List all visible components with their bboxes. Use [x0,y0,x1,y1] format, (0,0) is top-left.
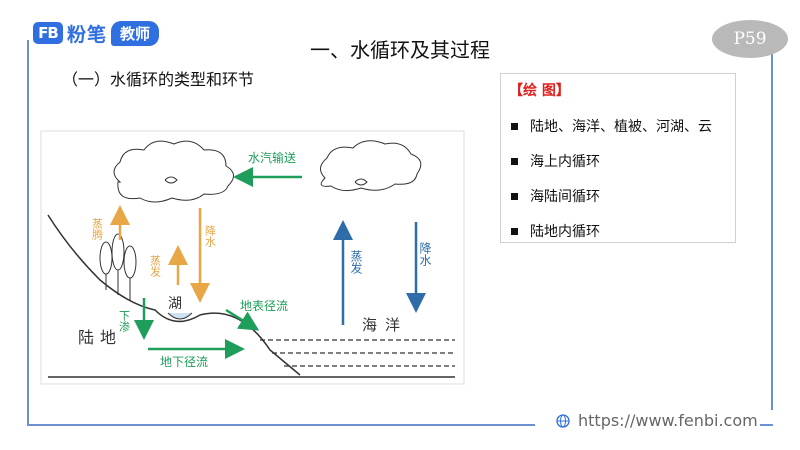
list-item: 海陆间循环 [511,186,600,206]
transport-label: 水汽输送 [248,150,296,165]
website-url[interactable]: https://www.fenbi.com [578,411,758,430]
lake-basin [167,312,193,320]
frame-bottom-border [27,424,535,426]
list-item-label: 陆地、海洋、植被、河湖、云 [530,119,712,135]
list-item: 陆地内循环 [511,221,600,241]
ocean-label: 海洋 [362,316,408,334]
page-number-badge: P59 [712,20,788,58]
land-precipitation-label: 降水 [204,224,217,247]
sea-evaporation-label: 蒸发 [349,250,363,274]
land-label: 陆地 [78,328,122,347]
surface-runoff-arrow [225,308,260,331]
lake-evaporation-label: 蒸发 [149,255,162,278]
website-footer[interactable]: https://www.fenbi.com [556,411,758,430]
frame-left-border [27,40,29,425]
drawing-task-box: 【绘 图】 陆地、海洋、植被、河湖、云 海上内循环 海陆间循环 陆地内循环 [500,73,736,243]
fenbi-logo: FB 粉笔 教师 [33,20,160,46]
frame-right-border [771,40,773,410]
list-item-label: 海上内循环 [530,154,600,170]
surface-runoff-label: 地表径流 [240,299,288,313]
infiltration-label: 下渗 [118,310,131,332]
cloud-right-icon [320,140,422,192]
trees-icon [99,233,137,300]
list-item: 海上内循环 [511,151,600,171]
cloud-left-icon [113,140,234,203]
box-heading: 【绘 图】 [509,83,570,99]
bullet-icon [511,157,518,165]
transpiration-label: 蒸腾 [91,218,104,241]
list-item: 陆地、海洋、植被、河湖、云 [511,116,712,136]
bullet-icon [511,122,518,130]
list-item-label: 陆地内循环 [530,224,600,240]
logo-mark: FB [33,22,63,44]
logo-text: 粉笔 [67,23,108,46]
terrain-line [47,214,301,376]
page-title: 一、水循环及其过程 [310,38,490,62]
bullet-icon [511,192,518,200]
frame-bottom-border-end [760,424,773,426]
logo-tag: 教师 [111,20,160,46]
section-subtitle: （一）水循环的类型和环节 [62,70,255,89]
water-cycle-diagram: 水汽输送 蒸腾 蒸发 降水 蒸发 降水 湖 下渗 陆地 地表径流 地下径流 海洋 [40,130,465,385]
globe-icon [556,413,570,428]
sea-surface [260,339,455,367]
list-item-label: 海陆间循环 [530,189,600,205]
ground-runoff-label: 地下径流 [160,355,208,369]
lake-label: 湖 [168,296,182,312]
bullet-icon [511,227,518,235]
sea-precipitation-label: 降水 [418,242,432,266]
